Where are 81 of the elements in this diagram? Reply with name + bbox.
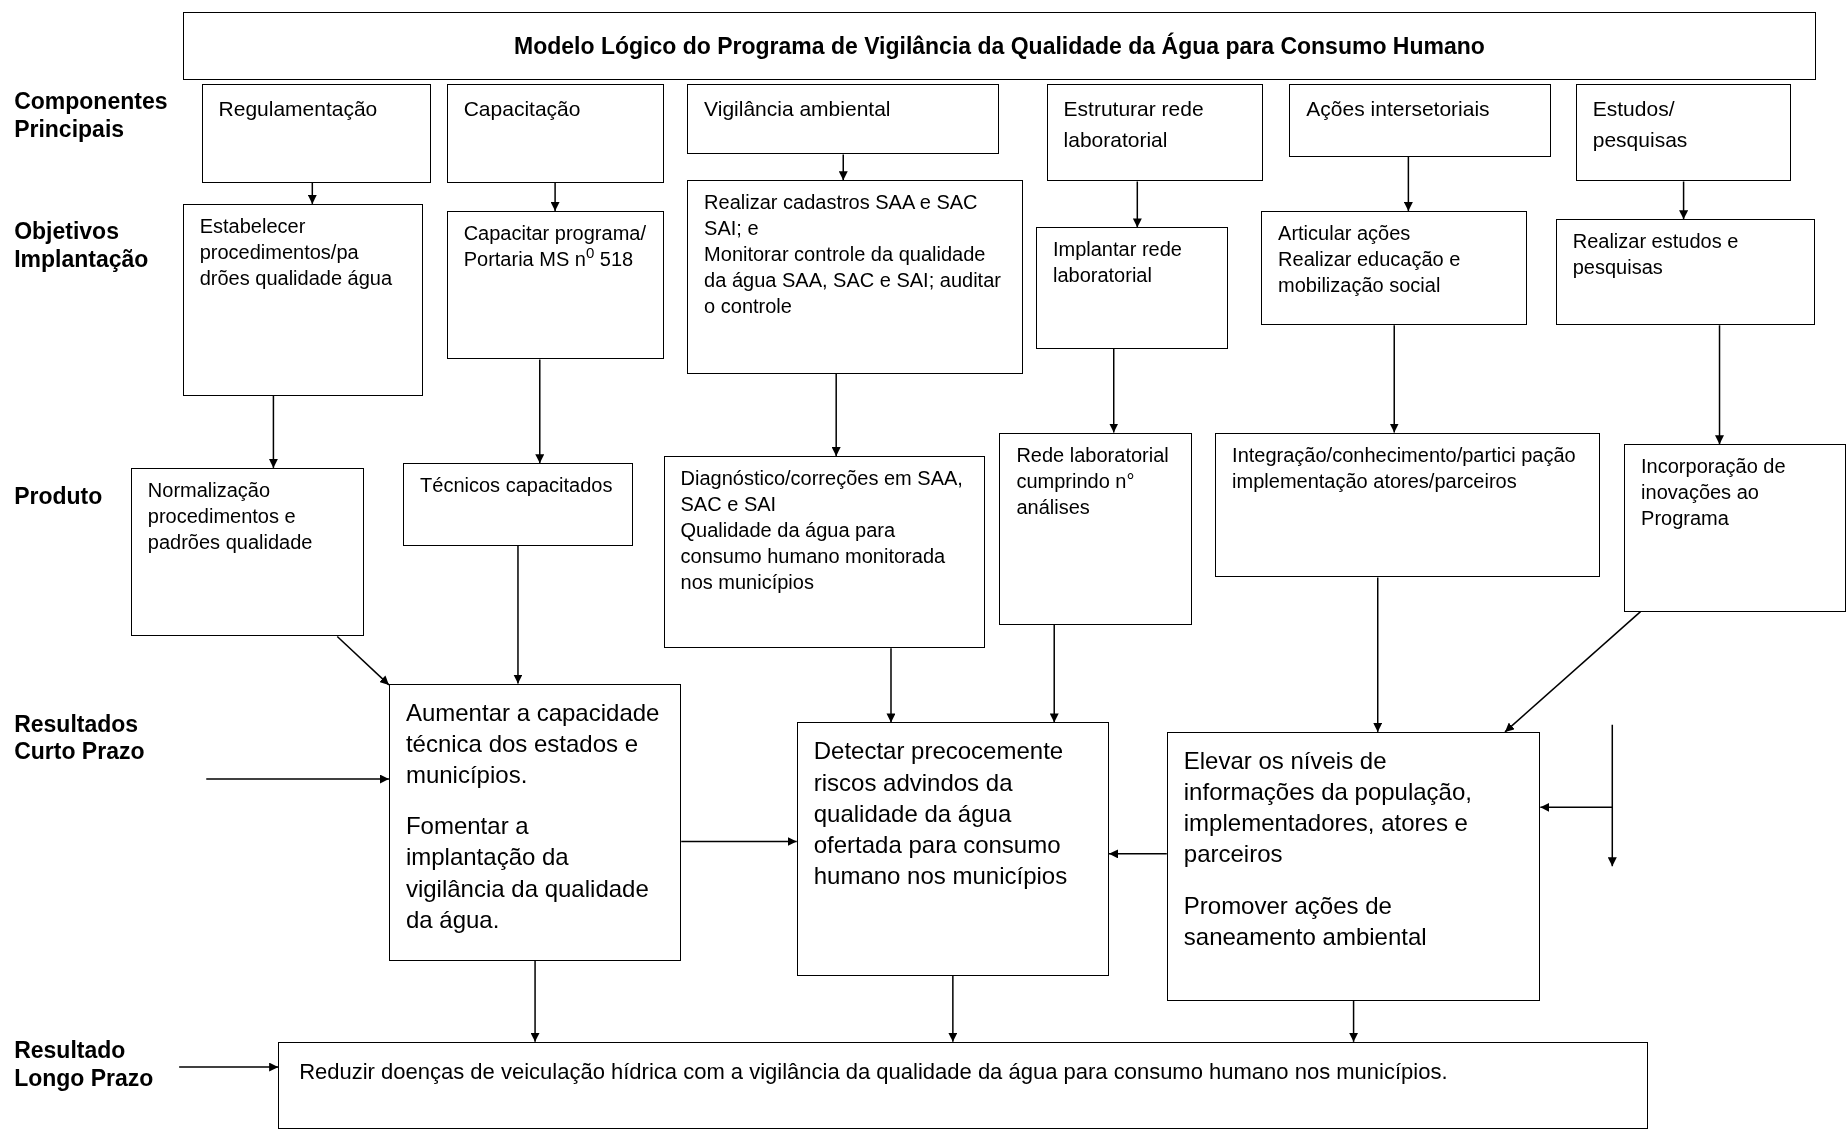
box-text: Implantar rede laboratorial: [1052, 237, 1183, 289]
arrow: [1132, 180, 1142, 229]
arrow: [1049, 623, 1059, 724]
box-text: Promover ações de saneamento ambiental: [1183, 890, 1428, 952]
box-text: Rede laboratorial cumprindo n° análises: [1016, 442, 1170, 520]
box-text: Estabelecer procedimentos/pa drões qualidade água: [199, 213, 394, 291]
box-text: Capacitação: [463, 95, 582, 122]
box-text: Monitorar controle da qualidade da água SAA, SAC e SAI; auditar o controle: [704, 242, 1002, 320]
arrow: [1108, 849, 1168, 859]
arrow: [535, 358, 545, 464]
arrow: [886, 647, 896, 724]
component-box: [201, 83, 432, 183]
title-box: [182, 11, 1817, 81]
process-box: [1261, 210, 1528, 326]
component-box: [1046, 83, 1264, 182]
outcome-box: [278, 1041, 1648, 1130]
arrow: [1504, 610, 1642, 733]
arrow: [550, 181, 560, 212]
process-box: [182, 203, 424, 396]
box-text: Regulamentação: [218, 95, 379, 122]
box-text: Incorporação de inovações ao Programa: [1641, 454, 1787, 532]
box-text: Técnicos capacitados: [420, 473, 614, 499]
arrow: [530, 959, 540, 1043]
component-box: [687, 83, 1000, 155]
process-box: [1624, 444, 1846, 612]
arrow: [831, 372, 841, 457]
box-text: Modelo Lógico do Programa de Vigilância da Qualidade da Água para Consumo Humano: [514, 31, 1485, 61]
result-box: [388, 683, 682, 961]
process-box: [1555, 219, 1815, 326]
box-text: Elevar os níveis de informações da população, implementadores, atores e parceiros: [1183, 745, 1473, 870]
arrow: [268, 395, 278, 469]
box-text: Estruturar rede laboratorial: [1063, 95, 1205, 154]
box-text: Diagnóstico/correções em SAA, SAC e SAI: [680, 466, 964, 518]
process-box: [130, 467, 365, 637]
process-box: [687, 180, 1023, 374]
row-heading: Objetivos Implantação: [14, 218, 150, 274]
arrow: [1373, 576, 1383, 733]
arrow: [205, 774, 390, 784]
process-box: [663, 456, 986, 649]
arrow: [1715, 324, 1724, 446]
arrow: [948, 975, 958, 1043]
process-box: [1215, 432, 1601, 578]
component-box: [446, 83, 664, 183]
arrow: [336, 635, 390, 686]
box-text: Aumentar a capacidade técnica dos estados e municípios.: [405, 697, 661, 790]
box-text: Fomentar a implantação da vigilância da qualidade da água.: [405, 811, 650, 935]
box-text: Articular ações: [1278, 220, 1412, 246]
row-heading: Componentes Principais: [14, 88, 169, 144]
arrow: [307, 181, 317, 205]
component-box: [1289, 83, 1551, 157]
arrow: [178, 1062, 279, 1072]
process-box: [999, 432, 1192, 625]
box-text: Reduzir doenças de veiculação hídrica com a vigilância da qualidade da água para consumo humano nos municípios.: [299, 1057, 1449, 1086]
arrow: [1349, 999, 1359, 1043]
box-text: Qualidade da água para consumo humano monitorada nos municípios: [680, 518, 947, 596]
arrow: [1109, 348, 1119, 434]
box-text: Realizar educação e mobilização social: [1278, 246, 1462, 298]
result-box: [796, 722, 1109, 976]
process-box: [403, 463, 633, 546]
box-text: Capacitar programa/ Portaria MS n$^{0}$ 518: [463, 220, 647, 272]
row-heading: Resultado Longo Prazo: [14, 1037, 180, 1093]
box-text: Realizar cadastros SAA e SAC SAI; e: [704, 190, 979, 242]
arrow: [1539, 724, 1614, 812]
result-box: [1166, 731, 1541, 1001]
arrow: [1403, 156, 1413, 212]
box-text: Normalização procedimentos e padrões qualidade: [147, 477, 314, 555]
row-heading: Resultados Curto Prazo: [14, 710, 146, 766]
process-box: [1035, 227, 1229, 349]
arrow: [1679, 180, 1689, 220]
process-box: [446, 210, 664, 360]
arrow: [680, 837, 798, 846]
component-box: [1575, 83, 1792, 182]
box-text: Ações intersetoriais: [1306, 95, 1491, 122]
box-text: Realizar estudos e pesquisas: [1572, 229, 1740, 281]
arrow: [513, 544, 523, 685]
arrow: [1389, 324, 1399, 434]
arrow: [838, 153, 848, 182]
box-text: Vigilância ambiental: [704, 95, 892, 122]
box-text: Estudos/ pesquisas: [1592, 95, 1689, 154]
box-text: Integração/conhecimento/partici pação implementação atores/parceiros: [1232, 442, 1577, 494]
box-text: Detectar precocemente riscos advindos da qualidade da água ofertada para consumo humano nos municípios: [813, 736, 1069, 892]
